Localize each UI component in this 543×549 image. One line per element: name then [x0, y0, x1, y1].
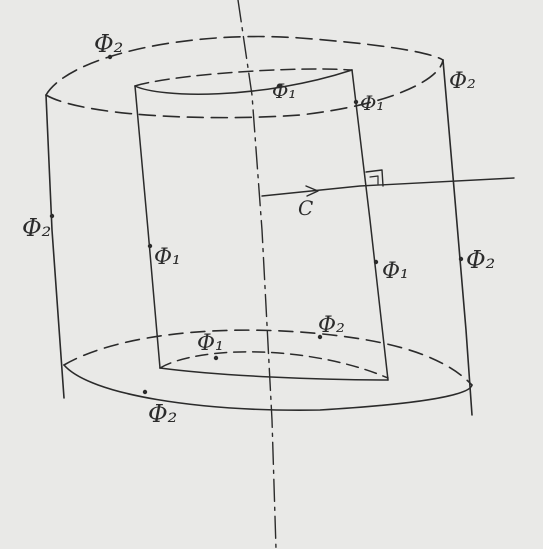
label-inner-top-right: Φ₁	[360, 91, 384, 115]
outer-bottom-back-arc	[63, 329, 473, 386]
label-base-inner: Φ₂	[318, 313, 345, 338]
arrow-head-icon	[305, 185, 319, 197]
right-angle-mark	[365, 169, 384, 187]
outer-left-side	[45, 94, 65, 399]
label-outer-right: Φ₂	[466, 246, 495, 274]
outer-top-front-arc	[45, 59, 444, 119]
label-outer-top-back: Φ₂	[94, 30, 123, 58]
right-angle-mark-inner	[369, 175, 379, 185]
inner-top-back-arc	[134, 68, 353, 87]
inner-bottom-front-arc	[159, 367, 389, 381]
label-inner-top-mid: Φ₁	[272, 79, 296, 103]
label-axis-c: C	[298, 196, 313, 220]
outer-right-side	[442, 59, 473, 416]
outer-top-back-arc	[45, 35, 444, 96]
inner-left-side	[134, 85, 161, 369]
label-outer-bottom: Φ₂	[148, 400, 177, 428]
radial-line	[261, 177, 515, 197]
label-outer-top-right: Φ₂	[449, 69, 476, 94]
inner-right-side	[351, 69, 389, 381]
outer-bottom-front-arc	[63, 364, 473, 411]
label-inner-left: Φ₁	[154, 245, 181, 270]
label-outer-left: Φ₂	[22, 214, 51, 242]
inner-bottom-back-arc	[159, 351, 389, 379]
label-inner-right: Φ₁	[382, 259, 409, 284]
marker-dots	[49, 54, 464, 395]
inner-top-front-arc	[134, 69, 353, 95]
central-axis	[237, 0, 277, 549]
label-inner-bottom: Φ₁	[197, 331, 224, 356]
